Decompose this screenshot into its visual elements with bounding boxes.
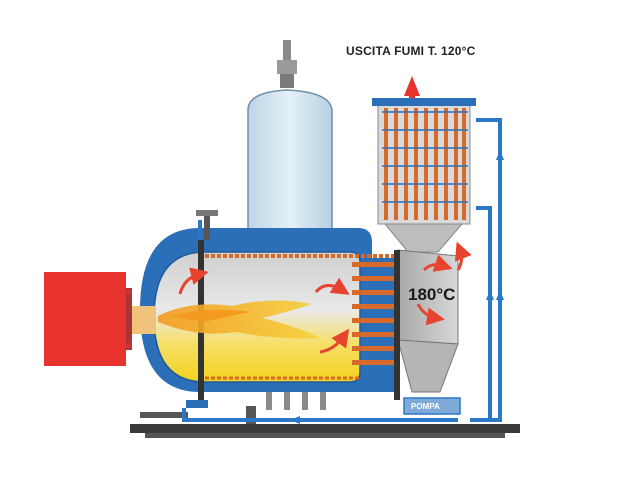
- flow-arrow-icon: [496, 150, 504, 160]
- water-pipes: [182, 118, 502, 422]
- smoke-box-temperature-label: 180°C: [408, 285, 456, 304]
- flow-arrow-icon: [486, 290, 494, 300]
- storage-tank: [247, 40, 333, 260]
- flow-arrow-icon: [496, 290, 504, 300]
- burner: [44, 272, 156, 366]
- base-frame: [130, 412, 520, 438]
- pump: [403, 397, 461, 415]
- flame: [158, 300, 320, 339]
- exhaust-label: USCITA FUMI T. 120°C: [346, 44, 476, 58]
- smoke-box: [397, 249, 459, 393]
- flow-arrow-icon: [290, 416, 300, 424]
- economizer: [372, 76, 476, 253]
- pump-label: POMPA: [411, 402, 440, 411]
- gas-flow-arrows: [178, 241, 472, 354]
